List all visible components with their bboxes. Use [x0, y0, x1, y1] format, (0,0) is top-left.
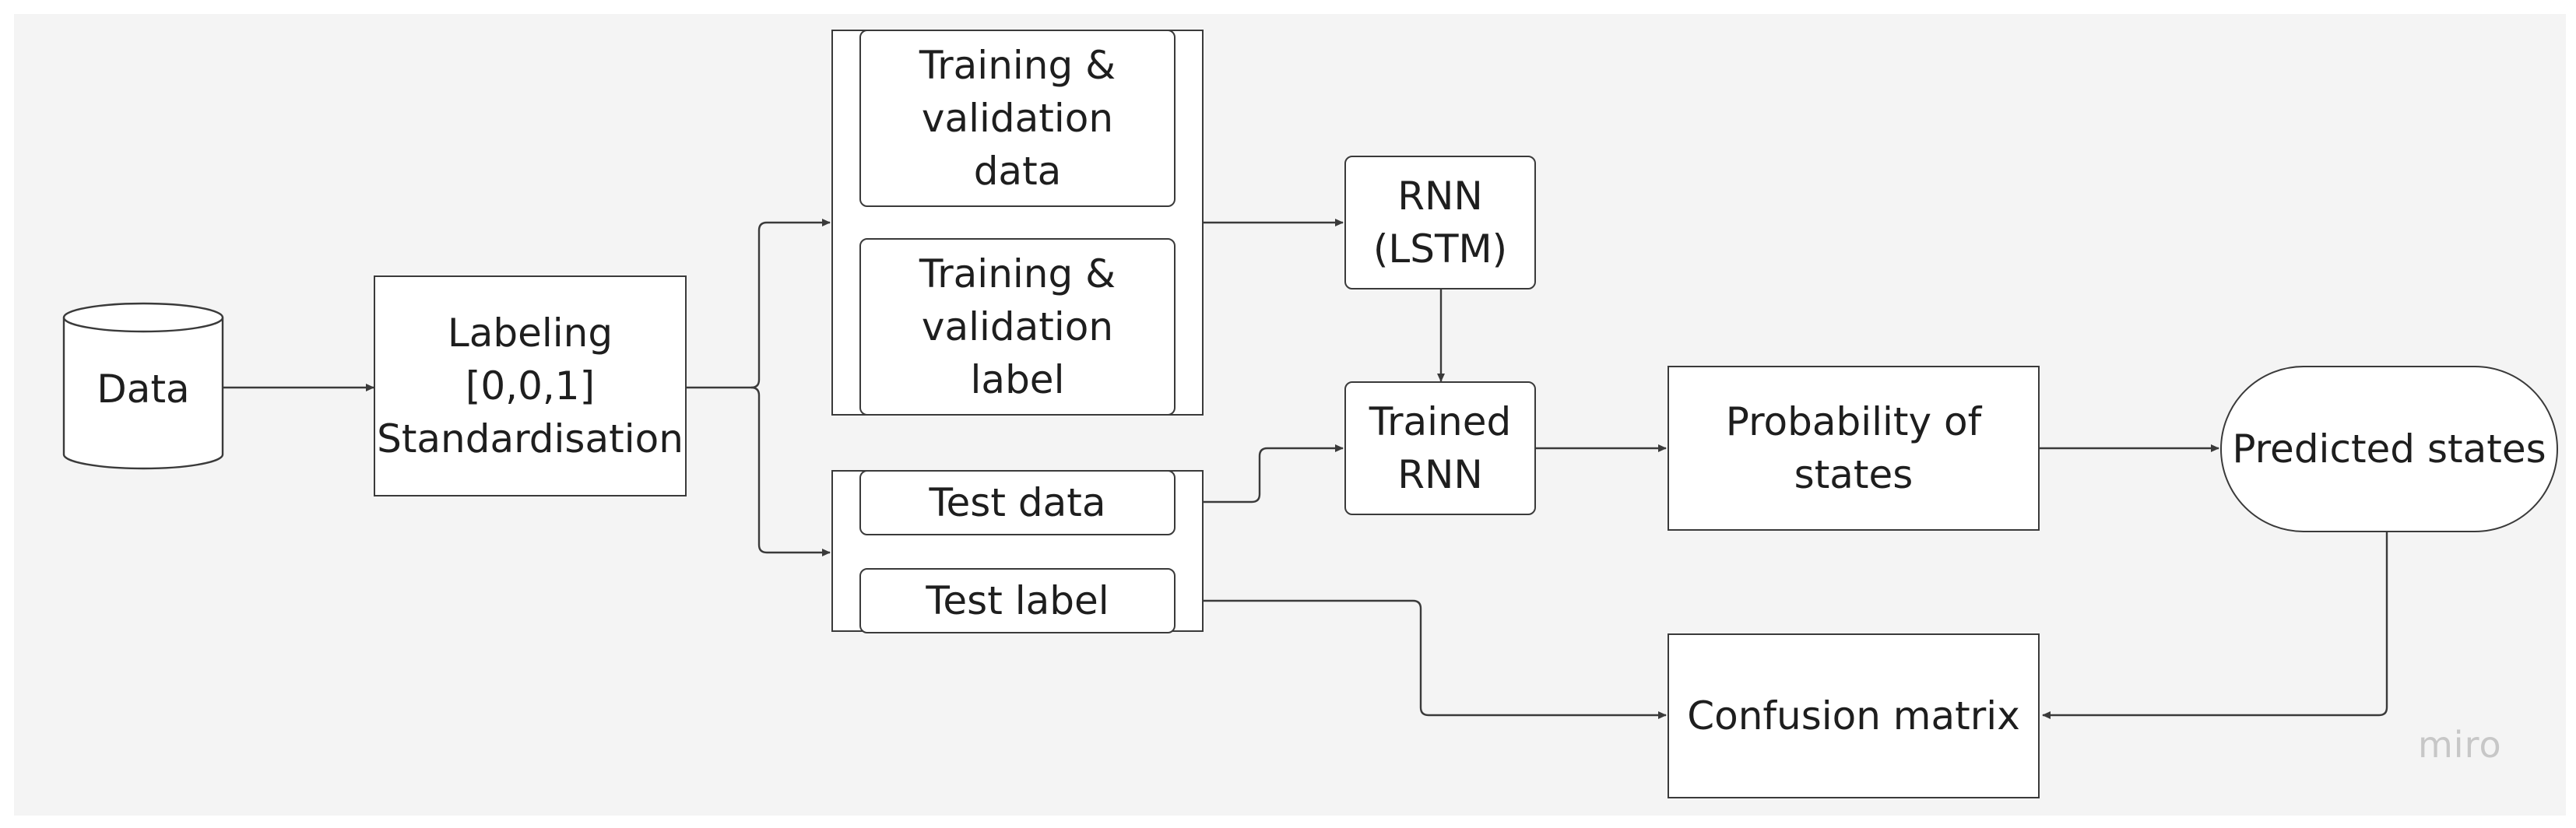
arrow-predicted-to-confusion — [2042, 532, 2388, 719]
test-data-box: Test data — [859, 470, 1176, 535]
rnn-lstm-label: RNN (LSTM) — [1372, 174, 1508, 272]
rnn-lstm-box: RNN (LSTM) — [1344, 156, 1536, 289]
miro-watermark: miro — [2418, 724, 2502, 766]
probability-of-states-box: Probability of states — [1668, 366, 2040, 531]
labeling-box: Labeling [0,0,1] Standardisation — [374, 275, 687, 496]
trained-rnn-label: Trained RNN — [1369, 399, 1512, 497]
confusion-matrix-box: Confusion matrix — [1668, 633, 2040, 798]
probability-of-states-label: Probability of states — [1725, 399, 1982, 497]
arrow-labeling-to-test-group — [750, 386, 831, 556]
test-label-label: Test label — [926, 578, 1109, 623]
labeling-label: Labeling [0,0,1] Standardisation — [377, 310, 684, 461]
predicted-states-terminal: Predicted states — [2220, 366, 2558, 532]
database-icon — [62, 302, 224, 470]
arrow-test-label-to-confusion — [1176, 599, 1667, 719]
training-validation-label-box: Training & validation label — [859, 238, 1176, 416]
training-validation-data-label: Training & validation data — [919, 43, 1116, 194]
arrow-labeling-to-training-group — [687, 219, 831, 389]
confusion-matrix-label: Confusion matrix — [1687, 693, 2020, 739]
data-source-label: Data — [97, 367, 190, 412]
predicted-states-label: Predicted states — [2232, 426, 2546, 472]
test-data-label: Test data — [929, 480, 1106, 525]
trained-rnn-box: Trained RNN — [1344, 381, 1536, 515]
arrow-test-data-to-trained-rnn — [1176, 444, 1344, 503]
training-validation-label-label: Training & validation label — [919, 251, 1116, 402]
training-validation-data-box: Training & validation data — [859, 30, 1176, 207]
test-label-box: Test label — [859, 568, 1176, 633]
